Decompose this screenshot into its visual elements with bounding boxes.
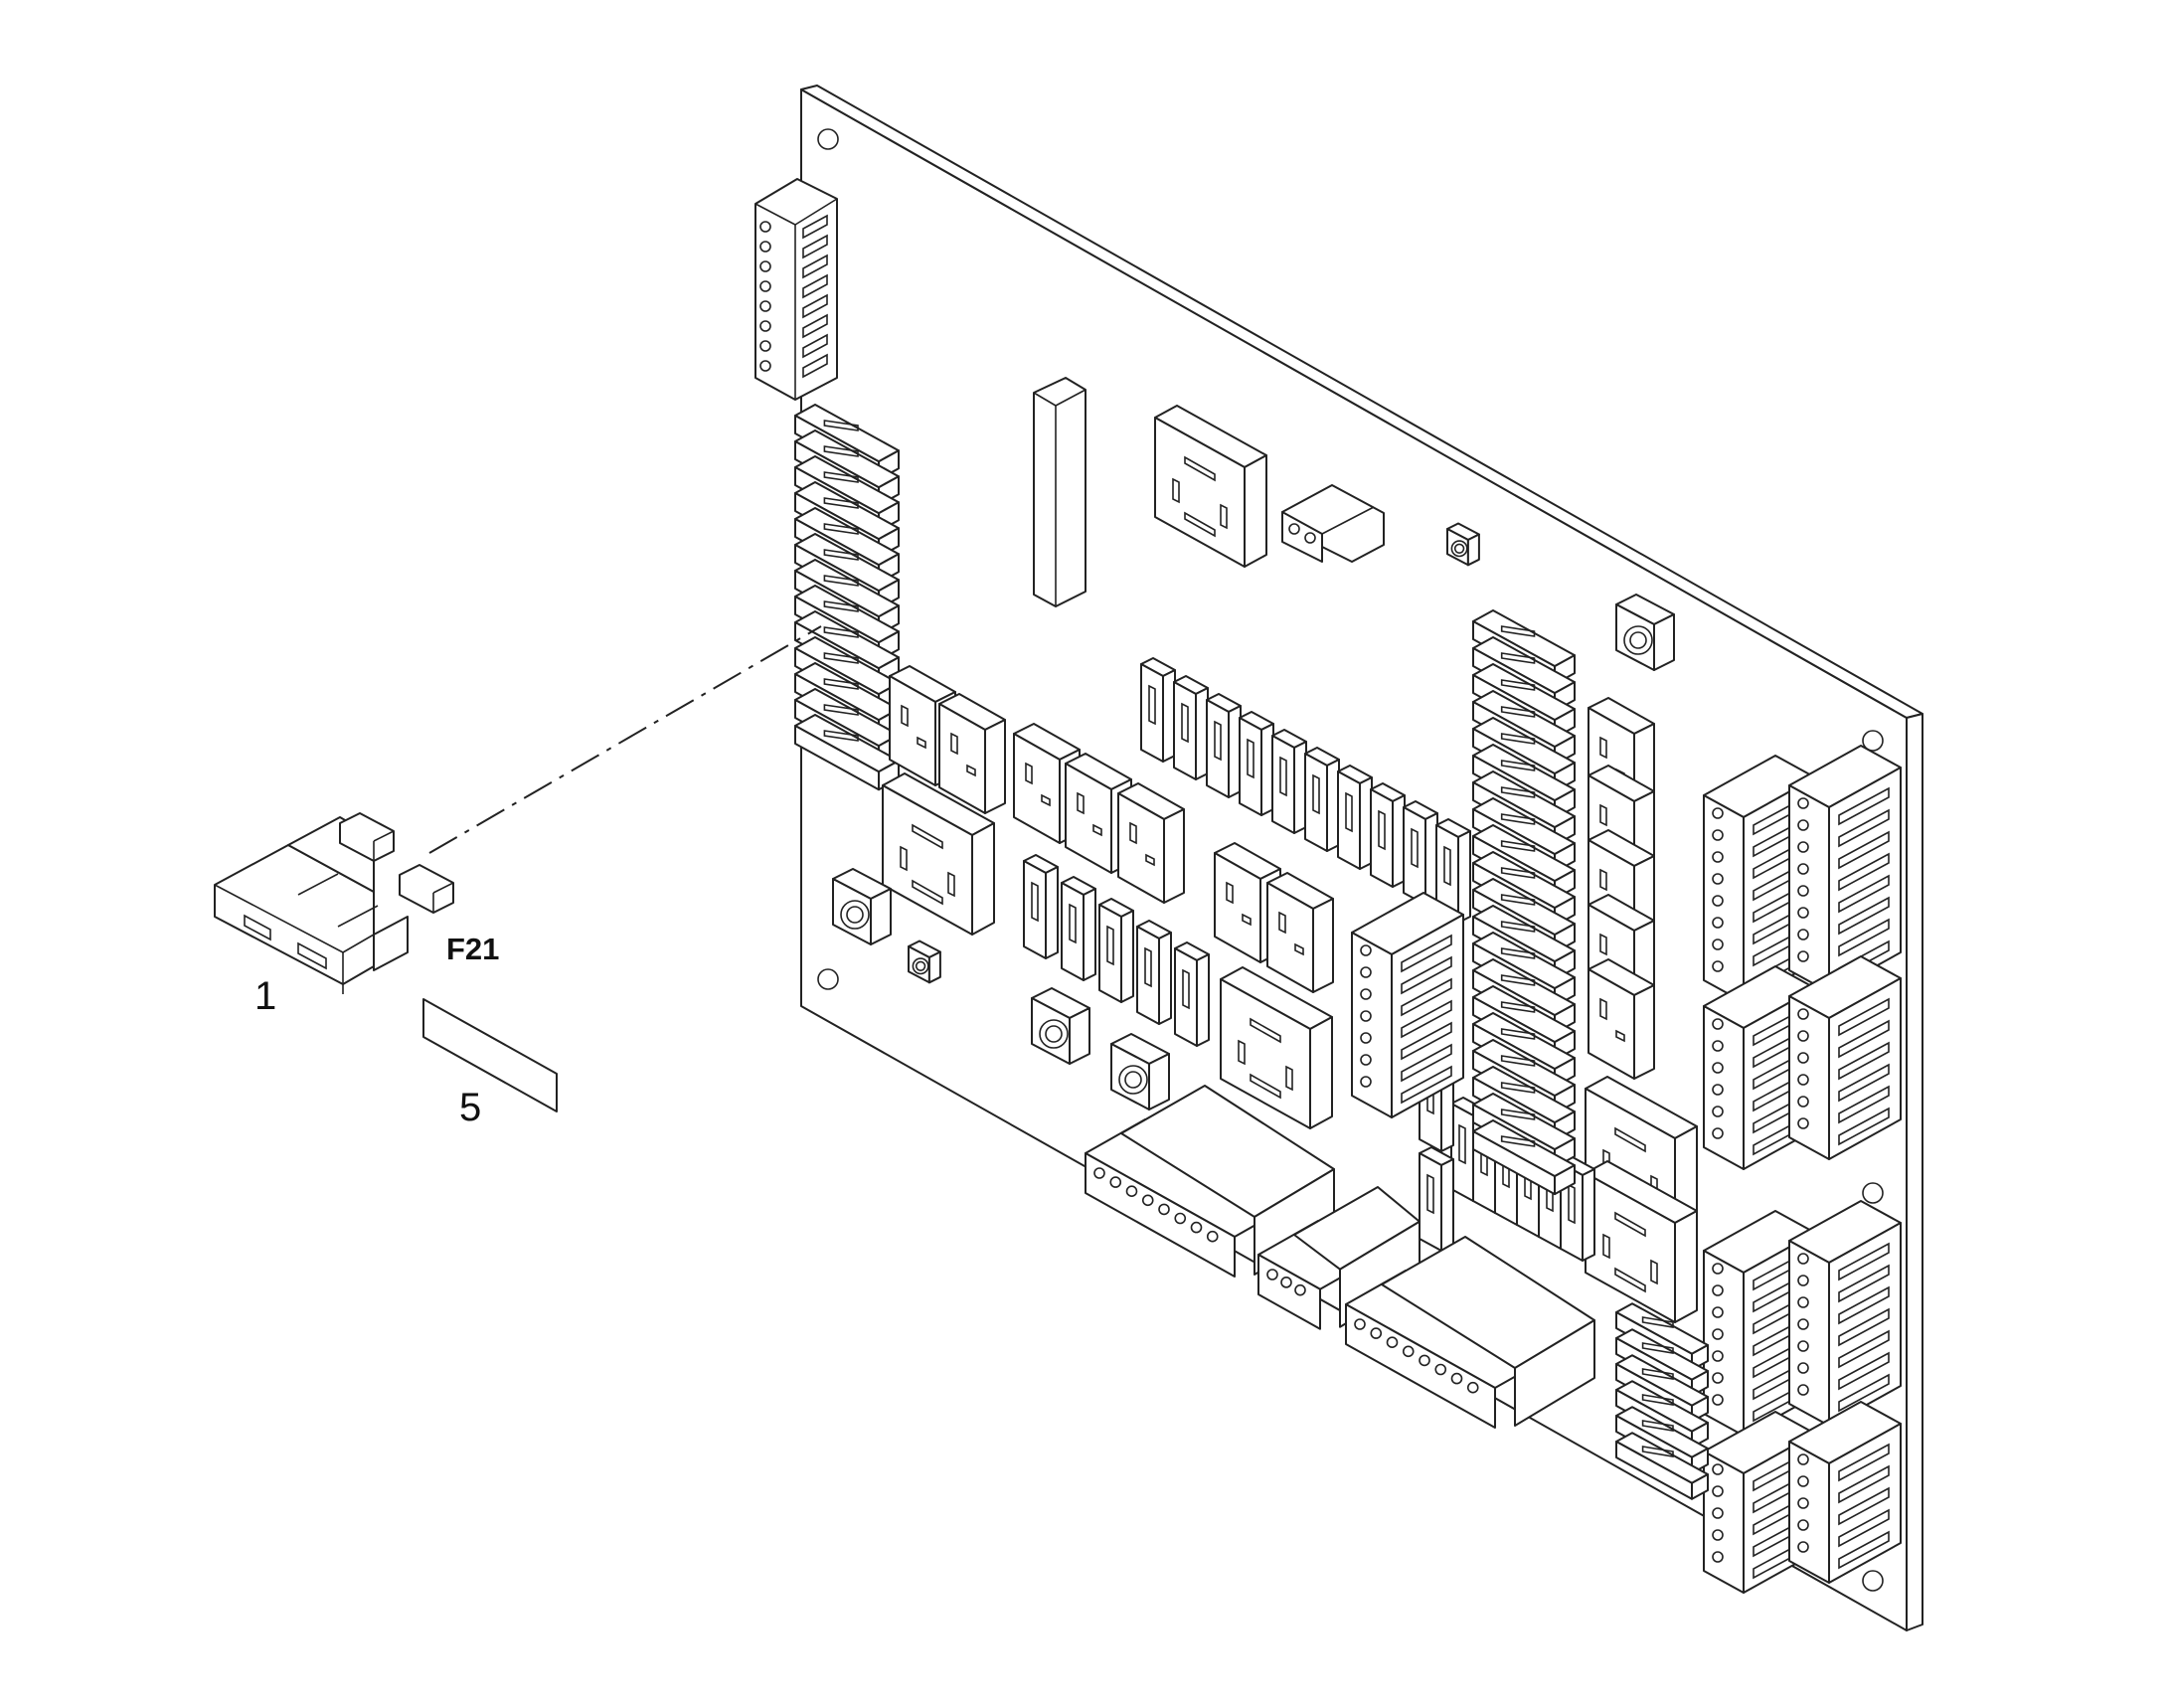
leader-line — [428, 625, 822, 854]
terminal-strip-icon — [754, 178, 838, 401]
circuit-board-icon — [754, 85, 1923, 1631]
tall-component-icon — [1033, 377, 1086, 607]
label-icon — [422, 998, 558, 1112]
callout-5: 5 — [459, 1086, 482, 1129]
terminal-block-icon — [1351, 745, 1902, 1594]
fuse-holder-column-icon — [794, 404, 900, 791]
fuse-holder-column-icon — [1615, 1302, 1709, 1500]
mini-fuse-holder-icon — [1023, 657, 1595, 1262]
fuse-reference-label: F21 — [446, 932, 500, 966]
callout-1: 1 — [254, 974, 277, 1018]
fuse-holder-column-icon — [1472, 609, 1576, 1196]
plug-connector-icon — [1085, 1085, 1595, 1429]
relay-icon — [882, 405, 1698, 1323]
potentiometer-icon — [832, 522, 1675, 1110]
two-pin-connector-icon — [1281, 484, 1385, 563]
fuse-icon — [214, 812, 454, 994]
